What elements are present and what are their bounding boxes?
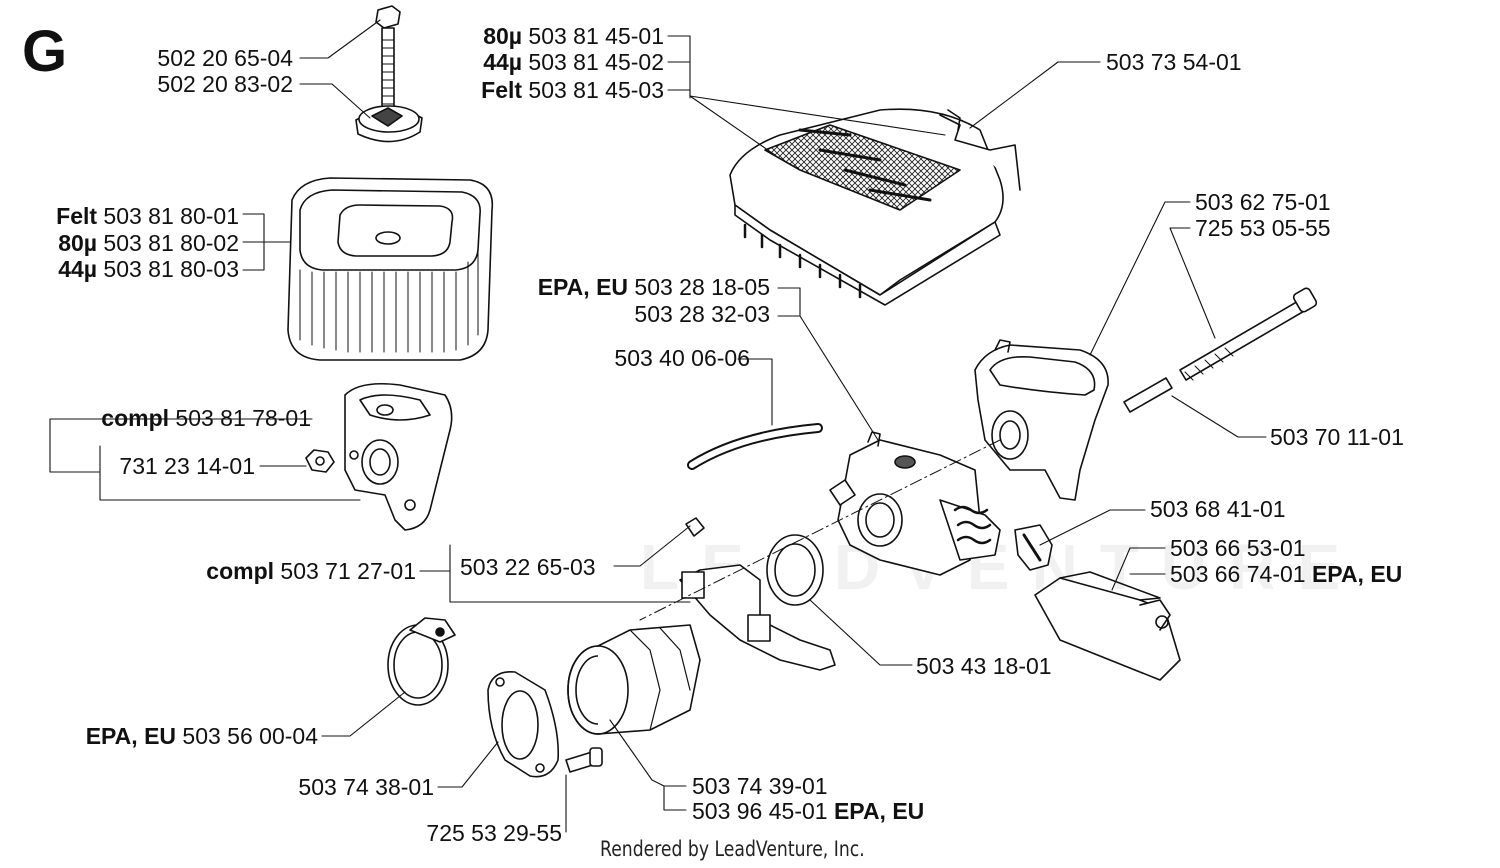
part-label: 503 62 75-01 — [1195, 189, 1331, 215]
filter-bolt-part — [375, 5, 401, 119]
part-label: 502 20 83-02 — [157, 71, 293, 97]
throttle-lever-part — [1034, 571, 1181, 681]
filter-nut-part — [355, 105, 423, 143]
part-label: Felt 503 81 80-01 — [56, 203, 239, 229]
clip-part — [685, 517, 705, 537]
render-credit: Rendered by LeadVenture, Inc. — [600, 837, 865, 861]
part-label: 44µ 503 81 45-02 — [483, 49, 664, 75]
part-label: 503 68 41-01 — [1150, 496, 1286, 522]
carburetor-part — [829, 431, 1001, 576]
part-label: 503 96 45-01 EPA, EU — [692, 798, 925, 824]
part-label: 80µ 503 81 80-02 — [58, 230, 239, 256]
part-label: EPA, EU 503 56 00-04 — [85, 723, 318, 749]
hose-clamp-part — [387, 617, 456, 706]
part-label: 503 66 74-01 EPA, EU — [1170, 561, 1403, 587]
part-label: 731 23 14-01 — [119, 453, 255, 479]
section-letter: G — [22, 19, 68, 84]
part-label: 503 74 38-01 — [298, 774, 434, 800]
part-label: 44µ 503 81 80-03 — [58, 256, 239, 282]
part-label: 503 40 06-06 — [614, 345, 750, 371]
part-label: 80µ 503 81 45-01 — [483, 23, 664, 49]
part-label: 725 53 29-55 — [426, 820, 562, 846]
small-screw-part — [565, 747, 603, 773]
intake-bracket-part — [679, 564, 836, 671]
part-label: 503 43 18-01 — [916, 653, 1052, 679]
part-label: 503 28 32-03 — [634, 301, 770, 327]
part-label: compl 503 81 78-01 — [101, 405, 311, 431]
leader-lines — [49, 19, 1267, 833]
flange-ring-part — [766, 534, 824, 606]
air-filter-cover-part — [729, 108, 1021, 306]
filter-holder-part — [344, 382, 453, 531]
choke-knob-part — [1014, 524, 1053, 571]
intake-boot-part — [567, 624, 701, 735]
air-filter-part — [287, 177, 494, 361]
gasket-part — [487, 671, 560, 778]
part-label: EPA, EU 503 28 18-05 — [537, 274, 770, 300]
intake-adapter-part — [974, 339, 1109, 501]
fuel-hose-part — [687, 423, 823, 470]
part-label: 502 20 65-04 — [157, 45, 293, 71]
hex-nut-part — [305, 449, 335, 473]
sleeve-part — [1123, 377, 1173, 413]
long-bolt-part — [1179, 287, 1318, 381]
part-label: 503 22 65-03 — [460, 554, 596, 580]
part-label: Felt 503 81 45-03 — [481, 77, 664, 103]
part-label: 503 73 54-01 — [1106, 49, 1242, 75]
part-label: 503 70 11-01 — [1270, 424, 1404, 450]
part-label: compl 503 71 27-01 — [206, 558, 416, 584]
part-label: 725 53 05-55 — [1195, 215, 1331, 241]
part-label: 503 66 53-01 — [1170, 535, 1306, 561]
part-label: 503 74 39-01 — [692, 773, 828, 799]
